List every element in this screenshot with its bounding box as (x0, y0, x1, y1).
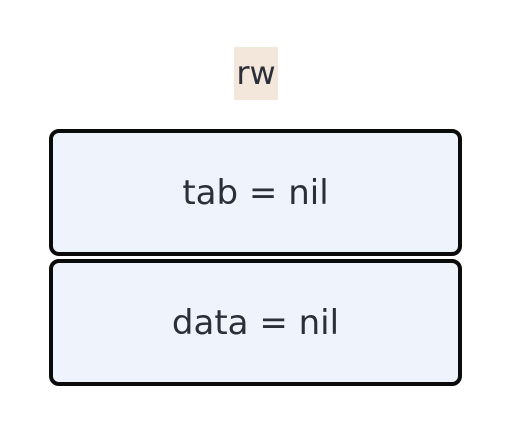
field-text-tab: tab = nil (182, 172, 329, 213)
field-box-tab: tab = nil (49, 129, 462, 256)
struct-label: rw (234, 47, 278, 100)
field-box-data: data = nil (49, 259, 462, 386)
field-text-data: data = nil (171, 302, 340, 343)
